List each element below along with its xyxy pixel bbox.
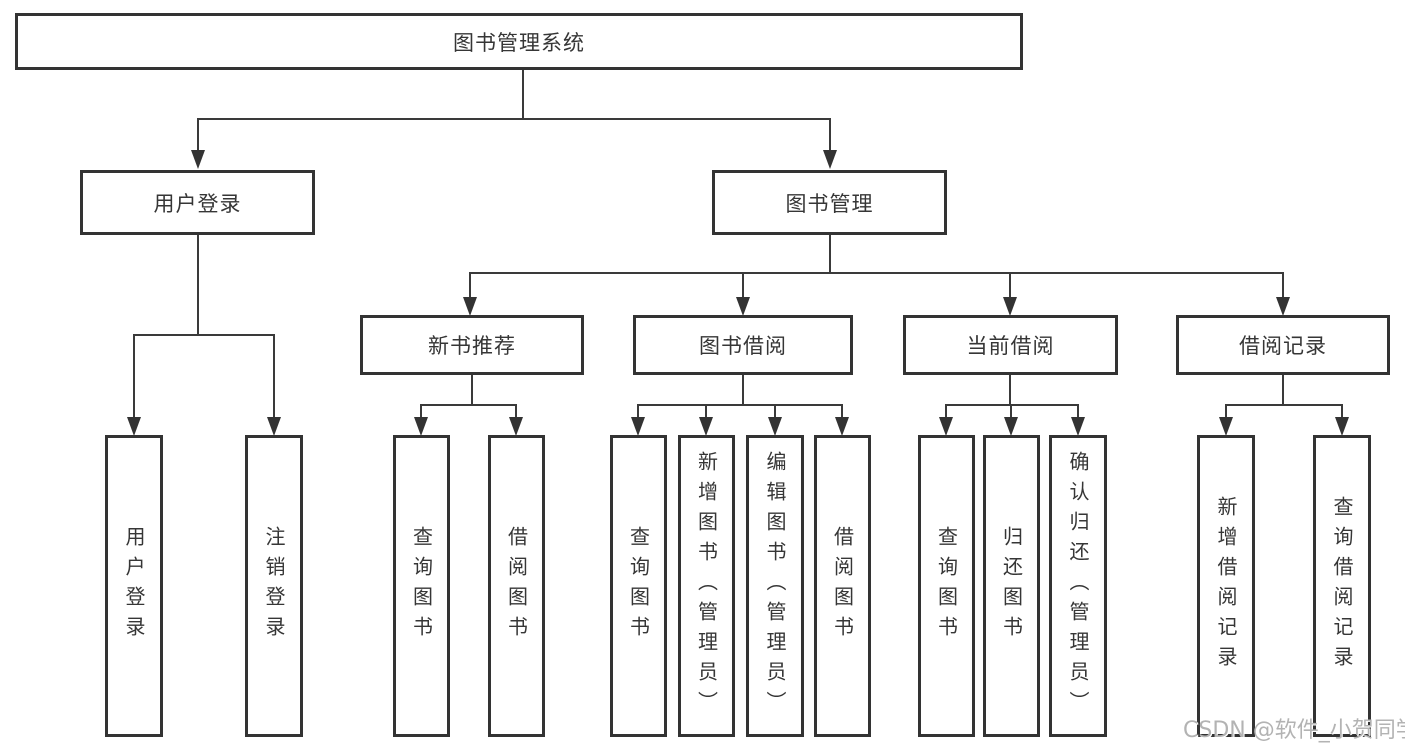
connector-arrowhead-down bbox=[768, 417, 782, 436]
connector-line-vertical bbox=[522, 70, 524, 120]
connector-line-vertical bbox=[829, 118, 831, 152]
leaf-query-borrow-record: 查询借阅记录 bbox=[1313, 435, 1371, 737]
connector-line-vertical bbox=[774, 404, 776, 419]
node-label: 查询图书 bbox=[409, 526, 434, 646]
node-book-management: 图书管理 bbox=[712, 170, 947, 235]
connector-line-vertical bbox=[742, 272, 744, 299]
leaf-user-login: 用户登录 bbox=[105, 435, 163, 737]
connector-line-vertical bbox=[1341, 404, 1343, 419]
connector-line-vertical bbox=[742, 375, 744, 406]
connector-arrowhead-down bbox=[191, 150, 205, 169]
node-label: 当前借阅 bbox=[966, 334, 1055, 358]
connector-line-vertical bbox=[469, 272, 471, 299]
leaf-query-books-current: 查询图书 bbox=[918, 435, 975, 737]
node-label: 图书管理系统 bbox=[453, 30, 585, 55]
connector-arrowhead-down bbox=[1004, 417, 1018, 436]
leaf-add-borrow-record: 新增借阅记录 bbox=[1197, 435, 1255, 737]
connector-line-horizontal bbox=[637, 404, 843, 406]
connector-arrowhead-down bbox=[463, 297, 477, 316]
connector-line-vertical bbox=[273, 334, 275, 419]
node-label: 查询图书 bbox=[934, 526, 959, 646]
connector-line-vertical bbox=[1009, 272, 1011, 299]
node-label: 图书借阅 bbox=[699, 334, 787, 358]
leaf-query-books-borrowing: 查询图书 bbox=[610, 435, 667, 737]
connector-line-vertical bbox=[1282, 272, 1284, 299]
connector-line-vertical bbox=[420, 404, 422, 419]
connector-arrowhead-down bbox=[736, 297, 750, 316]
connector-line-vertical bbox=[133, 334, 135, 419]
connector-line-horizontal bbox=[133, 334, 275, 336]
connector-line-horizontal bbox=[945, 404, 1079, 406]
connector-line-vertical bbox=[841, 404, 843, 419]
connector-arrowhead-down bbox=[127, 417, 141, 436]
node-label: 注销登录 bbox=[262, 526, 286, 646]
node-current-borrowing: 当前借阅 bbox=[903, 315, 1118, 375]
node-label: 查询图书 bbox=[626, 526, 651, 646]
connector-arrowhead-down bbox=[835, 417, 849, 436]
leaf-borrow-books-recommend: 借阅图书 bbox=[488, 435, 545, 737]
node-label: 归还图书 bbox=[999, 526, 1024, 646]
connector-line-vertical bbox=[829, 235, 831, 274]
connector-arrowhead-down bbox=[267, 417, 281, 436]
node-label: 查询借阅记录 bbox=[1330, 496, 1354, 676]
node-label: 借阅图书 bbox=[830, 526, 855, 646]
connector-arrowhead-down bbox=[1003, 297, 1017, 316]
leaf-add-books-admin: 新增图书（管理员） bbox=[678, 435, 735, 737]
node-library-system: 图书管理系统 bbox=[15, 13, 1023, 70]
node-label: 借阅图书 bbox=[504, 526, 529, 646]
connector-line-vertical bbox=[1010, 404, 1012, 419]
connector-line-vertical bbox=[1009, 375, 1011, 406]
watermark: CSDN @软件_小贺同学 bbox=[1183, 718, 1405, 743]
connector-line-vertical bbox=[197, 118, 199, 152]
node-label: 新增图书（管理员） bbox=[694, 451, 719, 721]
connector-line-vertical bbox=[1077, 404, 1079, 419]
connector-line-horizontal bbox=[1225, 404, 1343, 406]
connector-arrowhead-down bbox=[631, 417, 645, 436]
connector-arrowhead-down bbox=[939, 417, 953, 436]
connector-line-vertical bbox=[945, 404, 947, 419]
connector-arrowhead-down bbox=[823, 150, 837, 169]
leaf-return-books: 归还图书 bbox=[983, 435, 1040, 737]
connector-arrowhead-down bbox=[509, 417, 523, 436]
leaf-borrow-books-borrowing: 借阅图书 bbox=[814, 435, 871, 737]
connector-arrowhead-down bbox=[699, 417, 713, 436]
node-borrow-records: 借阅记录 bbox=[1176, 315, 1390, 375]
connector-arrowhead-down bbox=[1219, 417, 1233, 436]
connector-line-vertical bbox=[515, 404, 517, 419]
connector-line-vertical bbox=[197, 235, 199, 336]
node-label: 新增借阅记录 bbox=[1214, 496, 1238, 676]
node-label: 用户登录 bbox=[153, 191, 242, 216]
connector-line-horizontal bbox=[469, 272, 1284, 274]
node-label: 编辑图书（管理员） bbox=[763, 451, 787, 721]
connector-line-vertical bbox=[1282, 375, 1284, 406]
node-label: 借阅记录 bbox=[1239, 334, 1327, 358]
node-user-login: 用户登录 bbox=[80, 170, 315, 235]
node-book-borrowing: 图书借阅 bbox=[633, 315, 853, 375]
leaf-confirm-return-admin: 确认归还（管理员） bbox=[1049, 435, 1107, 737]
node-label: 图书管理 bbox=[785, 191, 874, 216]
node-label: 确认归还（管理员） bbox=[1066, 451, 1090, 721]
connector-arrowhead-down bbox=[414, 417, 428, 436]
leaf-query-books-recommend: 查询图书 bbox=[393, 435, 450, 737]
leaf-edit-books-admin: 编辑图书（管理员） bbox=[746, 435, 804, 737]
connector-line-vertical bbox=[471, 375, 473, 406]
connector-arrowhead-down bbox=[1071, 417, 1085, 436]
node-new-book-recommend: 新书推荐 bbox=[360, 315, 584, 375]
leaf-logout-login: 注销登录 bbox=[245, 435, 303, 737]
connector-line-vertical bbox=[1225, 404, 1227, 419]
node-label: 用户登录 bbox=[122, 526, 146, 646]
connector-arrowhead-down bbox=[1276, 297, 1290, 316]
connector-line-horizontal bbox=[420, 404, 517, 406]
connector-line-vertical bbox=[705, 404, 707, 419]
connector-arrowhead-down bbox=[1335, 417, 1349, 436]
connector-line-vertical bbox=[637, 404, 639, 419]
node-label: 新书推荐 bbox=[428, 334, 516, 358]
connector-line-horizontal bbox=[197, 118, 831, 120]
